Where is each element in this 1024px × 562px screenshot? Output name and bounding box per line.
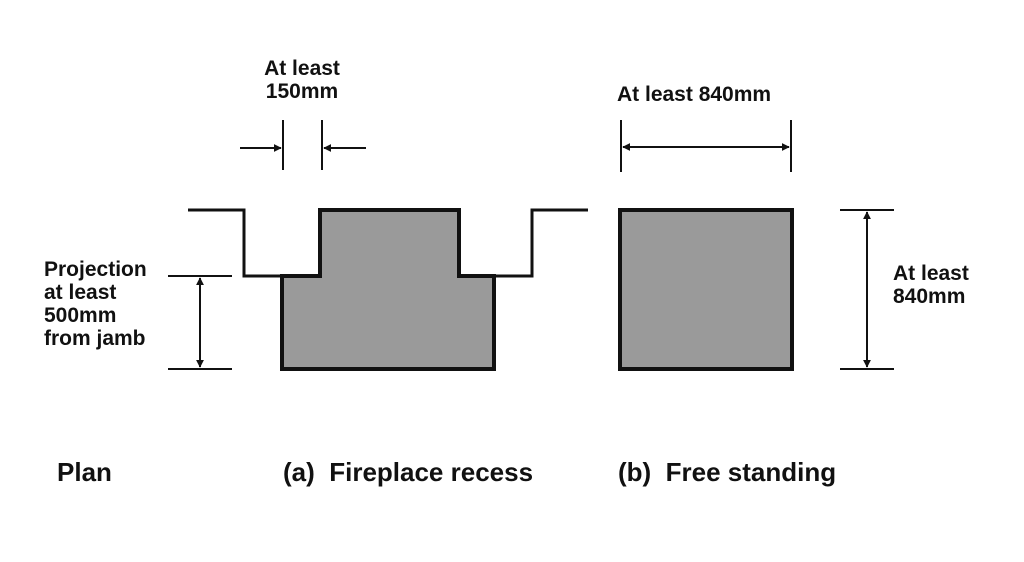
caption-plan: Plan [57, 457, 112, 487]
recess-wall-outline [188, 208, 282, 278]
free-depth-label-line2: 840mm [893, 285, 966, 308]
free-depth-label: At least 840mm [893, 263, 969, 307]
projection-label-line2: at least [44, 281, 117, 304]
recess-wall-outline-right [494, 208, 588, 278]
free-standing-hearth [618, 208, 794, 371]
recess-width-label: At least 150mm [252, 58, 352, 102]
recess-width-label-line1: At least [264, 57, 340, 80]
free-depth-label-line1: At least [893, 262, 969, 285]
projection-label-line4: from jamb [44, 327, 146, 350]
recess-width-label-line2: 150mm [265, 80, 339, 103]
projection-label-line3: 500mm [44, 304, 117, 327]
caption-fireplace-recess: (a) Fireplace recess [283, 457, 534, 487]
caption-free-standing: (b) Free standing [618, 457, 837, 487]
recess-hearth [280, 208, 496, 371]
free-width-label: At least 840mm [617, 83, 772, 106]
projection-label: Projection at least 500mm from jamb [44, 259, 147, 349]
projection-label-line1: Projection [44, 258, 147, 281]
